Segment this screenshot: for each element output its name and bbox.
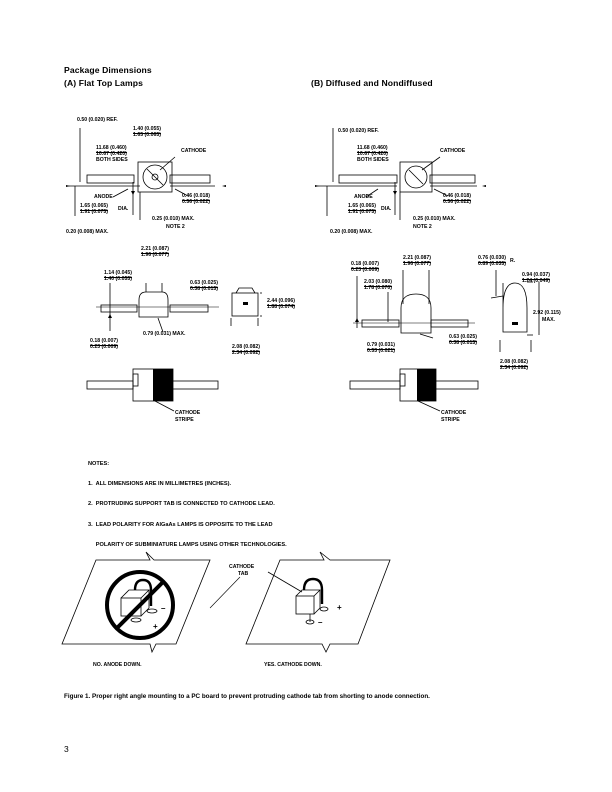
dim-label: 1.65 (0.065) — [348, 203, 376, 211]
dim-label: 2.08 (0.082) — [500, 359, 528, 367]
dim-label: 0.76 (0.030) — [478, 255, 506, 263]
mounting-board-yes — [245, 551, 391, 653]
dim-label: 2.08 (0.082) — [232, 344, 260, 352]
dim-label: 1.96 (0.077) — [141, 252, 169, 258]
dim-label: 2.92 (0.115) — [533, 310, 561, 316]
dim-label: 0.38 (0.015) — [449, 340, 477, 346]
dim-label: 1.65 (0.065) — [80, 203, 108, 211]
cathode-stripe-label: CATHODE — [441, 410, 467, 416]
section-b-title: (B) Diffused and Nondiffused — [311, 78, 433, 88]
dim-label: R. — [510, 258, 516, 264]
notes-block: NOTES: 1. ALL DIMENSIONS ARE IN MILLIMET… — [88, 447, 287, 556]
cathode-label: CATHODE — [440, 148, 466, 154]
cathode-stripe-label: STRIPE — [175, 417, 194, 423]
dim-label: 1.14 (0.045) — [104, 270, 132, 278]
dim-label: 1.88 (0.074) — [267, 304, 295, 310]
lamp-a-top-view — [67, 128, 215, 220]
dim-label: 0.56 (0.022) — [182, 199, 210, 205]
dim-label: 0.20 (0.008) MAX. — [330, 229, 373, 235]
cathode-stripe-label: STRIPE — [441, 417, 460, 423]
figure-caption: Figure 1. Proper right angle mounting to… — [64, 693, 430, 700]
dim-label: 0.63 (0.025) — [190, 280, 218, 288]
cathode-stripe-b — [417, 369, 436, 401]
dim-label: 0.25 (0.010) MAX. — [152, 216, 195, 222]
dim-label: 0.56 (0.022) — [443, 199, 471, 205]
lamp-a-stripe-view — [86, 368, 219, 412]
note-2: 2. PROTRUDING SUPPORT TAB IS CONNECTED T… — [88, 501, 275, 508]
dim-label: 0.50 (0.020) REF. — [77, 117, 118, 123]
lamp-b-side-view — [353, 270, 540, 352]
dim-label: 1.91 (0.075) — [348, 209, 376, 215]
dim-label: 1.91 (0.075) — [80, 209, 108, 215]
mounting-board-no — [61, 551, 211, 654]
dim-label: 0.46 (0.018) — [443, 193, 471, 201]
anode-label: ANODE — [94, 194, 113, 200]
dim-label: 11.68 (0.460) — [96, 145, 127, 153]
dim-label: 2.03 (0.080) — [364, 279, 392, 287]
plus-sign: + — [153, 622, 158, 631]
lamp-b-top-view — [316, 128, 477, 220]
dim-label: 2.44 (0.096) — [267, 298, 295, 306]
dim-label: 0.50 (0.020) REF. — [338, 128, 379, 134]
cathode-tab-label: CATHODE — [229, 564, 255, 570]
dim-label: DIA. — [381, 206, 392, 212]
note-3-cont: POLARITY OF SUBMINIATURE LAMPS USING OTH… — [88, 542, 287, 549]
dim-label: 10.67 (0.420) — [357, 151, 388, 157]
dim-label: 0.18 (0.007) — [351, 261, 379, 269]
minus-sign: – — [318, 618, 323, 627]
dim-label: 0.89 (0.035) — [478, 261, 506, 267]
dim-label: 1.24 (0.049) — [522, 278, 550, 284]
dim-label: 0.20 (0.008) MAX. — [66, 229, 109, 235]
dim-label: 1.40 (0.055) — [104, 276, 132, 282]
dim-label: 0.38 (0.015) — [190, 286, 218, 292]
dim-label: BOTH SIDES — [357, 157, 389, 163]
dim-label: 0.25 (0.010) MAX. — [413, 216, 456, 222]
section-a-title: (A) Flat Top Lamps — [64, 78, 143, 88]
lamp-b-stripe-view — [349, 368, 479, 412]
page-title: Package Dimensions — [64, 65, 152, 75]
yes-cathode-down-label: YES. CATHODE DOWN. — [264, 662, 322, 668]
dim-label: BOTH SIDES — [96, 157, 128, 163]
note-ref: NOTE 2 — [413, 224, 432, 230]
dim-label: 0.53 (0.021) — [367, 348, 395, 354]
dim-label: 1.65 (0.065) — [133, 132, 161, 138]
minus-sign: – — [161, 604, 166, 613]
dim-label: 0.18 (0.007) — [90, 338, 118, 346]
dim-label: 1.78 (0.070) — [364, 285, 392, 291]
dim-label: 1.40 (0.055) — [133, 126, 161, 134]
anode-label: ANODE — [354, 194, 373, 200]
cathode-tab-label: TAB — [238, 571, 249, 577]
dim-label: 1.96 (0.077) — [403, 261, 431, 267]
note-1: 1. ALL DIMENSIONS ARE IN MILLIMETRES (IN… — [88, 480, 232, 487]
cathode-stripe-label: CATHODE — [175, 410, 201, 416]
plus-sign: + — [337, 603, 342, 612]
lamp-a-side-view — [96, 283, 262, 333]
dim-label: 11.68 (0.460) — [357, 145, 388, 153]
dim-label: 0.79 (0.031) MAX. — [143, 331, 186, 337]
dim-label: 2.34 (0.092) — [232, 350, 260, 356]
cathode-stripe-a — [153, 369, 173, 401]
dim-label: 10.67 (0.420) — [96, 151, 127, 157]
notes-title: NOTES: — [88, 460, 110, 467]
dim-label: MAX. — [542, 317, 555, 323]
note-ref: NOTE 2 — [166, 224, 185, 230]
page-number: 3 — [64, 744, 69, 754]
dim-label: 2.34 (0.092) — [500, 365, 528, 371]
dim-label: 0.94 (0.037) — [522, 272, 550, 280]
dim-label: DIA. — [118, 206, 129, 212]
dim-label: 0.46 (0.018) — [182, 193, 210, 201]
dim-label: 2.21 (0.087) — [141, 246, 169, 254]
dim-label: 2.21 (0.087) — [403, 255, 431, 263]
dim-label: 0.63 (0.025) — [449, 334, 477, 342]
dim-label: 0.79 (0.031) — [367, 342, 395, 350]
no-anode-down-label: NO. ANODE DOWN. — [93, 662, 142, 668]
dim-label: 0.23 (0.009) — [351, 267, 379, 273]
cathode-label: CATHODE — [181, 148, 207, 154]
dim-label: 0.23 (0.009) — [90, 344, 118, 350]
note-3: 3. LEAD POLARITY FOR AlGaAs LAMPS IS OPP… — [88, 521, 273, 528]
